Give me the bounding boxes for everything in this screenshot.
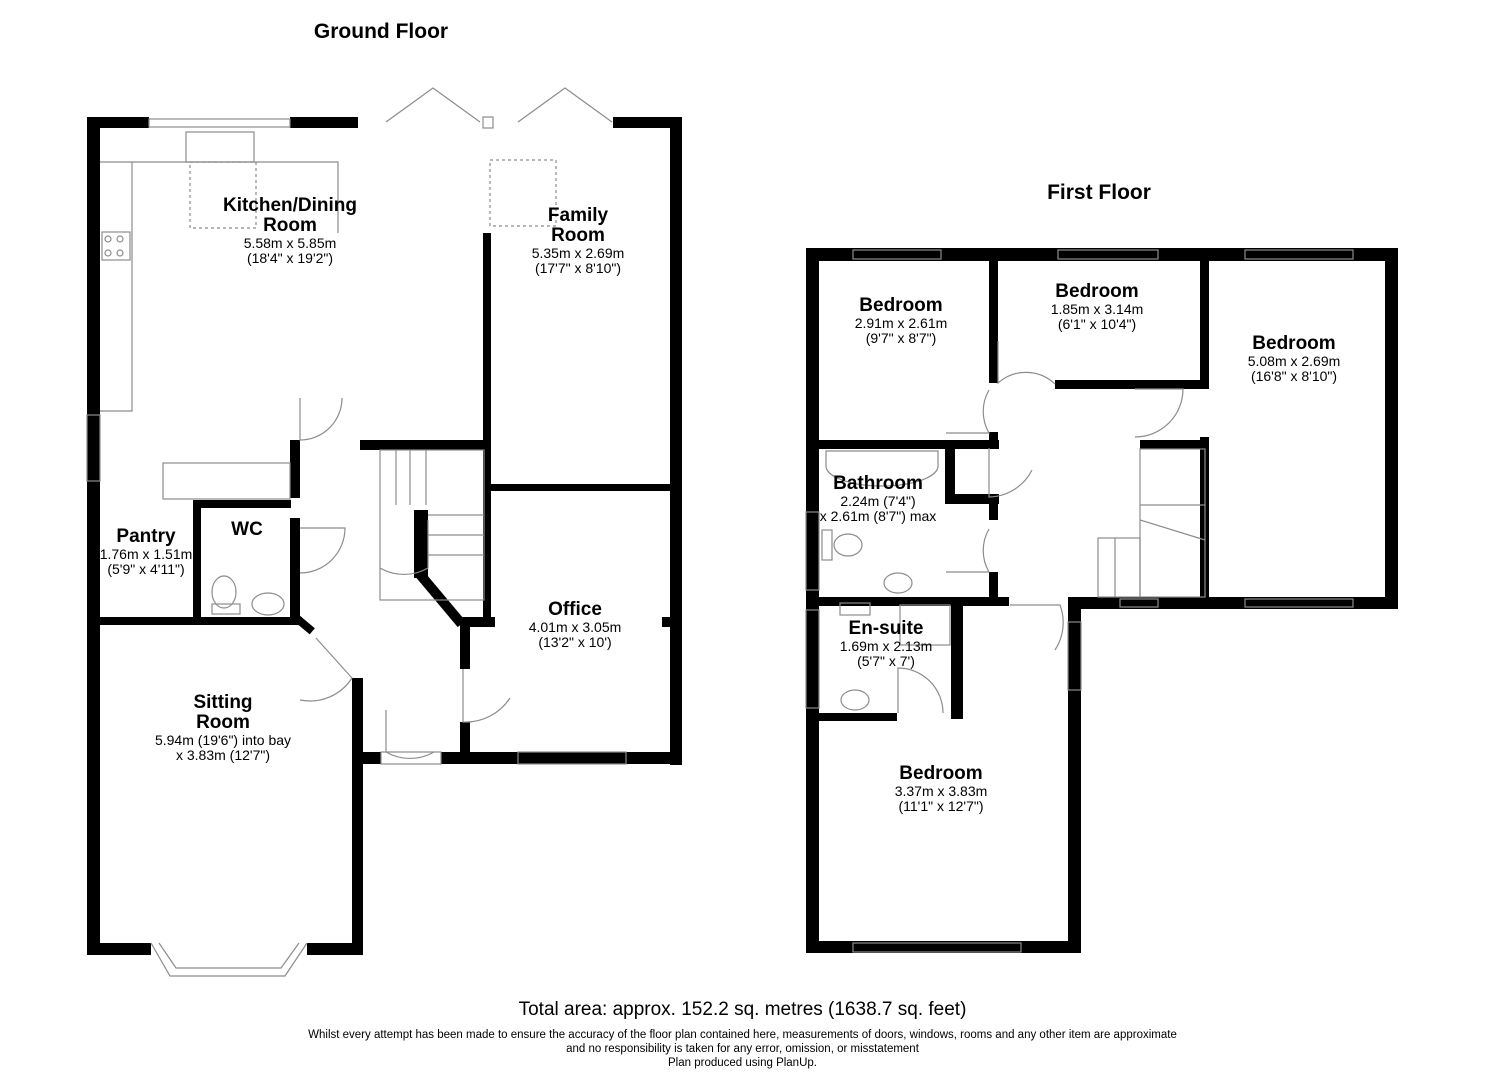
room-dimensions: 1.85m x 3.14m (6'1" x 10'4") [1050, 300, 1144, 332]
disclaimer-line-1: Whilst every attempt has been made to en… [308, 1029, 1177, 1041]
room-label-bedroom-2: Bedroom 1.85m x 3.14m (6'1" x 10'4") [1050, 281, 1144, 332]
ground-floor-title: Ground Floor [313, 20, 449, 43]
room-label-bedroom-4: Bedroom 3.37m x 3.83m (11'1" x 12'7") [894, 763, 988, 814]
room-label-pantry: Pantry 1.76m x 1.51m (5'9" x 4'11") [99, 526, 193, 577]
room-name: Kitchen/Dining Room [222, 195, 358, 236]
room-name: Bedroom [859, 295, 943, 316]
room-name: Bedroom [1055, 281, 1139, 302]
total-area: Total area: approx. 152.2 sq. metres (16… [518, 999, 967, 1020]
room-label-sitting-room: Sitting Room 5.94m (19'6") into bay x 3.… [155, 693, 291, 762]
room-label-kitchen-dining: Kitchen/Dining Room 5.58m x 5.85m (18'4"… [223, 196, 357, 265]
first-floor-title: First Floor [1047, 181, 1151, 204]
room-name: Family Room [547, 205, 609, 246]
room-dimensions: 5.08m x 2.69m (16'8" x 8'10") [1247, 352, 1341, 384]
room-dimensions: 1.76m x 1.51m (5'9" x 4'11") [99, 545, 193, 577]
ground-floor-fixtures [86, 87, 627, 977]
plan-credit: Plan produced using PlanUp. [668, 1057, 817, 1069]
room-dimensions: 3.37m x 3.83m (11'1" x 12'7") [894, 782, 988, 814]
room-label-family-room: Family Room 5.35m x 2.69m (17'7" x 8'10"… [532, 206, 625, 275]
room-dimensions: 4.01m x 3.05m (13'2" x 10') [528, 618, 622, 650]
room-name: Bathroom [833, 473, 923, 494]
room-dimensions: 2.91m x 2.61m (9'7" x 8'7") [854, 314, 948, 346]
room-name: Bedroom [899, 763, 983, 784]
disclaimer-line-2: and no responsibility is taken for any e… [566, 1043, 919, 1055]
plan-footer: Total area: approx. 152.2 sq. metres (16… [0, 998, 1485, 1070]
room-name: En-suite [848, 618, 924, 639]
room-dimensions: 2.24m (7'4") x 2.61m (8'7") max [819, 492, 937, 524]
first-floor-fixtures [805, 249, 1354, 953]
room-dimensions: 5.35m x 2.69m (17'7" x 8'10") [531, 244, 625, 276]
room-dimensions: 5.94m (19'6") into bay x 3.83m (12'7") [154, 731, 292, 763]
room-dimensions: 5.58m x 5.85m (18'4" x 19'2") [243, 234, 337, 266]
room-name: Bedroom [1252, 333, 1336, 354]
room-label-bedroom-3: Bedroom 5.08m x 2.69m (16'8" x 8'10") [1247, 333, 1341, 384]
room-label-bathroom: Bathroom 2.24m (7'4") x 2.61m (8'7") max [819, 473, 937, 524]
room-name: WC [231, 519, 263, 540]
room-label-wc: WC [231, 520, 263, 540]
room-dimensions: 1.69m x 2.13m (5'7" x 7') [839, 637, 933, 669]
room-name: Office [548, 599, 602, 620]
room-label-en-suite: En-suite 1.69m x 2.13m (5'7" x 7') [839, 618, 933, 669]
room-label-office: Office 4.01m x 3.05m (13'2" x 10') [528, 599, 622, 650]
room-label-bedroom-1: Bedroom 2.91m x 2.61m (9'7" x 8'7") [854, 295, 948, 346]
room-name: Pantry [116, 526, 176, 547]
room-name: Sitting Room [193, 692, 253, 733]
